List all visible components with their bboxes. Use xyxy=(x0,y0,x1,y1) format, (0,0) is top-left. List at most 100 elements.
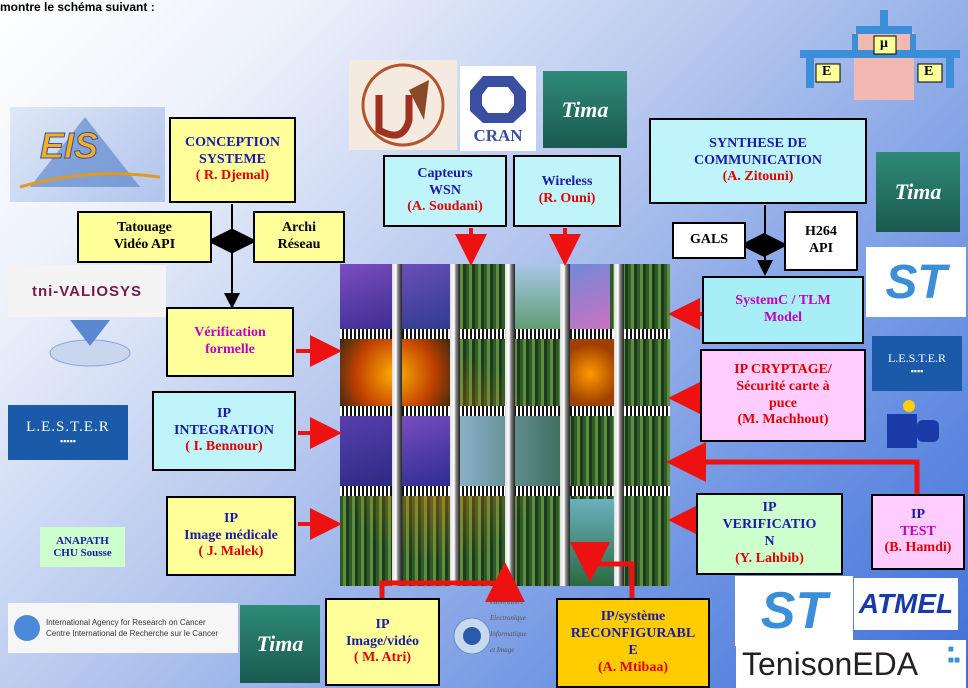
box-line: INTEGRATION xyxy=(173,422,275,438)
box-line: Sécurité carte à xyxy=(736,378,830,394)
anapath-line: CHU Sousse xyxy=(53,547,112,559)
box-line: Vérification xyxy=(194,325,266,341)
st-logo-bottom: ST xyxy=(735,576,853,646)
iarc-logo: International Agency for Research on Can… xyxy=(8,603,238,653)
conception-systeme-box: CONCEPTION SYSTEME ( R. Djemal) xyxy=(169,117,296,203)
wireless-box: Wireless (R. Ouni) xyxy=(513,155,621,227)
box-author: ( J. Malek) xyxy=(198,544,264,560)
capteurs-wsn-box: Capteurs WSN (A. Soudani) xyxy=(383,155,507,227)
uepe-logo: E μ E xyxy=(800,8,960,100)
iarc-line: Centre International de Recherche sur le… xyxy=(46,629,219,638)
arrow-ip-test xyxy=(666,442,920,494)
box-author: ( I. Bennour) xyxy=(185,439,263,455)
box-line: Model xyxy=(763,310,803,325)
valiosys-logo: tni-VALIOSYS xyxy=(8,265,166,317)
st-logo-right: ST xyxy=(866,247,966,317)
lester-logo-left: L.E.S.T.E.R ▪▪▪▪▪ xyxy=(8,405,128,460)
box-author: (M. Machhout) xyxy=(737,412,829,428)
st-text: ST xyxy=(760,582,828,640)
uepe-letter: E xyxy=(822,64,832,79)
ip-reconfigurable-box: IP/système RECONFIGURABL E (A. Mtibaa) xyxy=(556,598,710,688)
archi-reseau-box: Archi Réseau xyxy=(253,211,345,263)
anapath-line: ANAPATH xyxy=(56,535,109,547)
box-line: IP xyxy=(224,510,238,526)
tenison-logo: TenisonEDA ■■■ xyxy=(736,640,966,688)
box-line: IP xyxy=(762,500,777,516)
box-author: (Y. Lahbib) xyxy=(735,550,804,566)
arrow-reconfig xyxy=(570,542,635,598)
ip-integration-box: IP INTEGRATION ( I. Bennour) xyxy=(152,391,296,471)
box-line: Capteurs xyxy=(417,165,473,181)
box-line: GALS xyxy=(689,232,729,248)
box-line: Wireless xyxy=(541,174,593,190)
cran-text: CRAN xyxy=(473,126,523,145)
box-author: (A. Soudani) xyxy=(407,199,483,215)
uepe-letter: E xyxy=(924,64,934,79)
lab-circle-logo: Laboratoire Electronique Informatique et… xyxy=(450,590,554,682)
tima-logo-bottom: Tima xyxy=(240,605,320,683)
st-text: ST xyxy=(885,255,947,309)
tenison-text: TenisonEDA xyxy=(742,645,919,682)
box-line: IP CRYPTAGE/ xyxy=(734,361,832,377)
lab-line: Informatique xyxy=(490,630,527,638)
iarc-line: International Agency for Research on Can… xyxy=(46,617,206,627)
box-author: (R. Ouni) xyxy=(538,191,596,206)
box-line: IP xyxy=(911,506,925,522)
cran-logo: CRAN xyxy=(460,66,536,151)
box-line: SYSTEME xyxy=(199,151,266,167)
box-line: Réseau xyxy=(277,237,321,252)
who-emblem-icon xyxy=(14,615,40,641)
valiosys-text: tni-VALIOSYS xyxy=(31,282,143,300)
box-author: (A. Zitouni) xyxy=(722,169,794,185)
eis-text: EIS xyxy=(39,125,99,167)
box-line: Archi xyxy=(282,220,316,236)
tima-text: Tima xyxy=(256,631,304,656)
lab-line: Laboratoire xyxy=(490,598,524,606)
ip-verification-box: IP VERIFICATIO N (Y. Lahbib) xyxy=(696,493,843,575)
tima-logo-right: Tima xyxy=(876,152,960,232)
lester-flags-icon: ▪▪▪▪▪ xyxy=(60,436,76,446)
box-line: CONCEPTION xyxy=(185,134,280,150)
ip-image-medicale-box: IP Image médicale ( J. Malek) xyxy=(166,496,296,576)
box-line: Vidéo API xyxy=(113,237,176,252)
box-line: COMMUNICATION xyxy=(693,152,823,168)
box-line: Image/vidéo xyxy=(345,633,420,649)
tima-logo-top: Tima xyxy=(543,71,627,148)
h264-box: H264 API xyxy=(784,211,858,271)
synthese-communication-box: SYNTHESE DE COMMUNICATION (A. Zitouni) xyxy=(649,118,867,204)
lab-line: Electronique xyxy=(490,614,526,622)
box-line: formelle xyxy=(205,342,255,357)
lester-text: L.E.S.T.E.R xyxy=(26,419,110,435)
intro-text: montre le schéma suivant : xyxy=(0,0,155,14)
box-line: RECONFIGURABL xyxy=(570,626,696,642)
lip6-logo xyxy=(883,400,943,450)
systemc-tlm-box: SystemC / TLM Model xyxy=(702,276,864,344)
lab-line: et Image xyxy=(490,646,515,654)
atmel-logo: ATMEL xyxy=(854,578,958,630)
box-line: SystemC / TLM xyxy=(735,293,831,309)
ip-cryptage-box: IP CRYPTAGE/ Sécurité carte à puce (M. M… xyxy=(700,349,866,442)
tatouage-box: Tatouage Vidéo API xyxy=(77,211,212,263)
box-line: N xyxy=(764,534,775,549)
lester-text: L.E.S.T.E.R xyxy=(887,351,947,365)
box-line: IP/système xyxy=(600,609,666,625)
box-line: IP xyxy=(217,405,231,421)
box-line: H264 xyxy=(805,224,837,240)
atmel-text: ATMEL xyxy=(858,588,954,619)
box-line: SYNTHESE DE xyxy=(709,135,807,151)
eis-logo: EIS xyxy=(10,107,165,202)
gals-box: GALS xyxy=(672,222,746,259)
lester-flags-icon: ▪▪▪▪ xyxy=(910,366,924,376)
sevilla-logo xyxy=(349,60,457,150)
uepe-letter: μ xyxy=(880,36,888,51)
box-author: (B. Hamdi) xyxy=(884,540,952,556)
arrow-image-video xyxy=(379,562,525,602)
ip-test-box: IP TEST (B. Hamdi) xyxy=(871,494,965,570)
box-line: IP xyxy=(375,616,390,632)
verification-formelle-box: Vérification formelle xyxy=(166,307,294,377)
valiosys-emblem xyxy=(45,318,135,368)
box-line: E xyxy=(628,643,638,658)
box-line: WSN xyxy=(429,182,461,198)
box-line: API xyxy=(808,241,834,256)
